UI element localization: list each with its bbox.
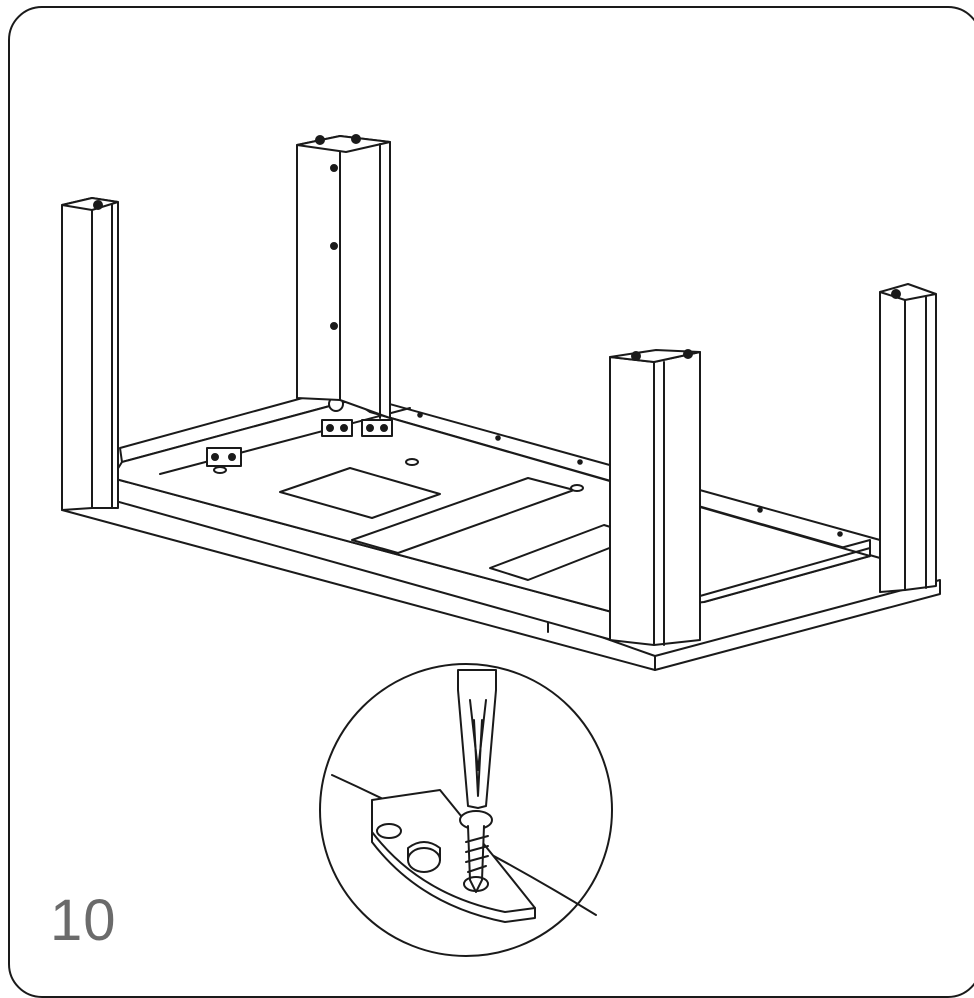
apron-frame: [111, 384, 881, 641]
corner-bracket-icon: [206, 396, 393, 467]
screw-icon: [459, 810, 493, 893]
detail-callout: [319, 663, 613, 957]
table-leg-icon: [61, 134, 937, 646]
screwdriver-icon: [457, 669, 497, 809]
step-number: 10: [50, 888, 117, 953]
